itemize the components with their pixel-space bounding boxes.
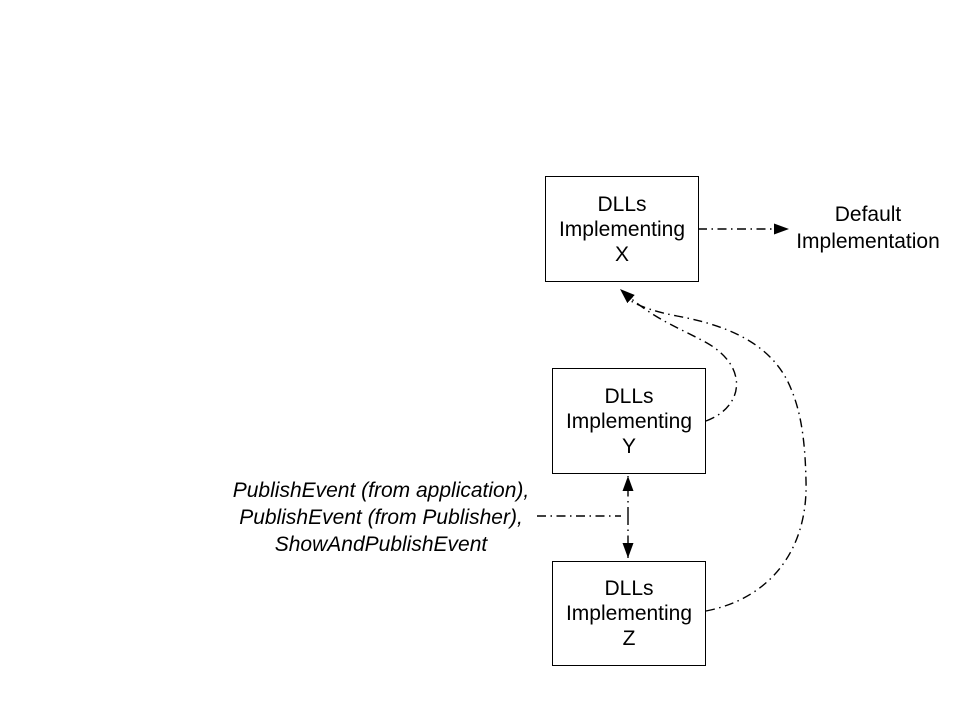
box-dlls-implementing-y: DLLs Implementing Y (552, 368, 706, 474)
box-dlls-implementing-z: DLLs Implementing Z (552, 561, 706, 666)
box-dlls-implementing-z-label: DLLs Implementing Z (565, 577, 693, 650)
arrow-y-to-x-curve (619, 288, 738, 422)
arrow-z-to-x-curve (630, 300, 807, 612)
box-dlls-implementing-x: DLLs Implementing X (545, 176, 699, 282)
publish-events-label: PublishEvent (from application), Publish… (232, 479, 530, 556)
box-dlls-implementing-x-label: DLLs Implementing X (558, 192, 686, 266)
box-dlls-implementing-y-label: DLLs Implementing Y (565, 384, 693, 458)
default-implementation-label: Default Implementation (796, 203, 940, 253)
